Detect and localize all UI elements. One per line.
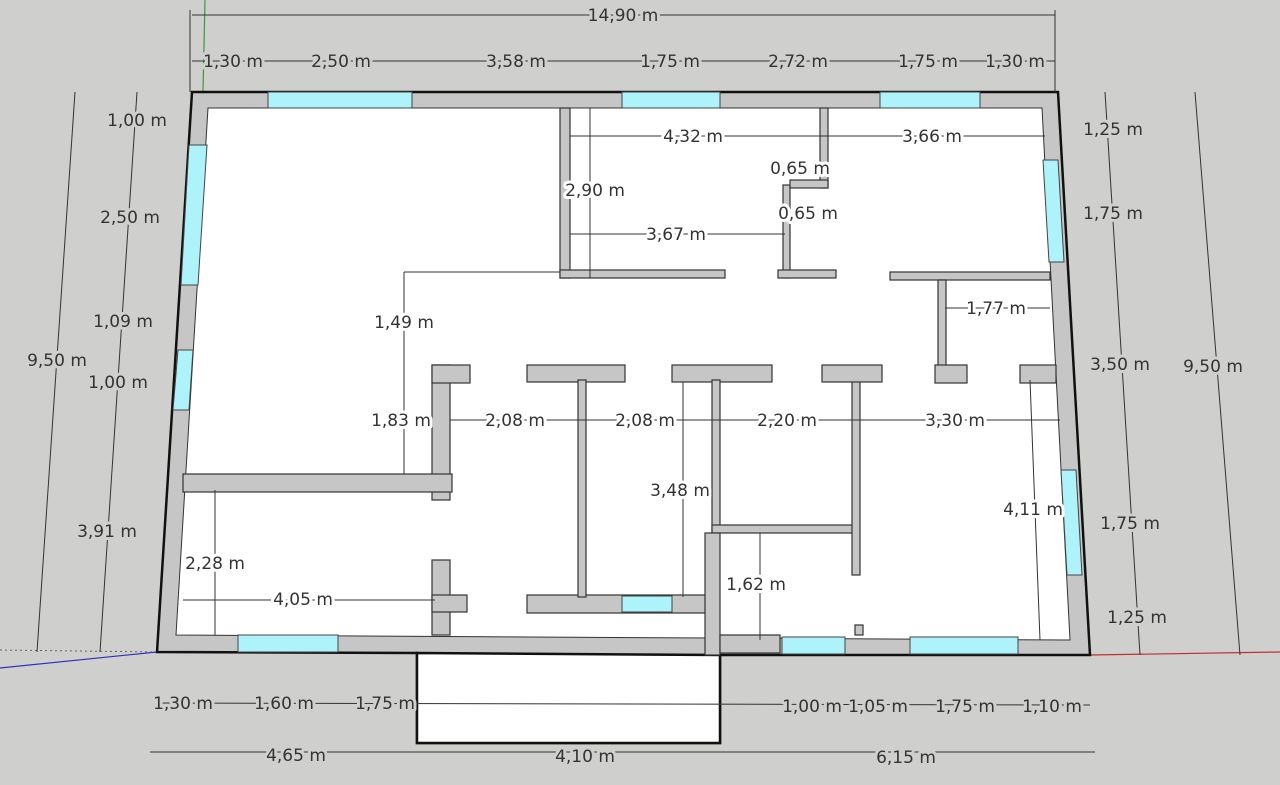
dimension-label: 1,75 m	[898, 52, 958, 72]
dimension-label: 3,58 m	[486, 52, 546, 72]
dimension-label: 1,49 m	[374, 313, 434, 333]
dimension-label: 1,75 m	[355, 694, 415, 714]
dimension-label: 1,25 m	[1083, 120, 1143, 140]
dimension-line	[1104, 91, 1141, 656]
window	[172, 349, 194, 411]
dimension-label: 2,90 m	[565, 181, 625, 201]
window	[237, 634, 339, 653]
dimension-label: 6,15 m	[876, 748, 936, 768]
window	[621, 595, 673, 613]
dimension-label: 2,28 m	[185, 554, 245, 574]
dimension-label: 1,30 m	[203, 52, 263, 72]
dimension-label: 1,75 m	[935, 697, 995, 717]
dimension-line	[154, 702, 1091, 706]
window	[621, 91, 721, 109]
dimension-label: 1,00 m	[107, 111, 167, 131]
porch-floor	[415, 651, 722, 745]
dimension-label: 1,75 m	[640, 52, 700, 72]
window	[879, 91, 981, 109]
window	[180, 144, 208, 286]
dimension-label: 1,00 m	[782, 697, 842, 717]
window	[1060, 469, 1083, 576]
windows	[172, 91, 1083, 655]
dimension-label: 1,60 m	[254, 694, 314, 714]
dimension-label: 1,77 m	[966, 299, 1026, 319]
dimension-labels: 14,90 m 1,30 m 2,50 m 3,58 m 1,75 m 2,72 m 1,7…	[24, 3, 1246, 771]
dimension-label: 3,48 m	[650, 481, 710, 501]
dimension-label: 3,66 m	[902, 127, 962, 147]
interior-walls	[182, 107, 1057, 656]
dimension-label: 3,67 m	[646, 225, 706, 245]
dimension-label: 1,00 m	[88, 373, 148, 393]
dimension-label: 9,50 m	[27, 351, 87, 371]
dimension-label: 4,05 m	[273, 590, 333, 610]
dimension-label: 4,11 m	[1003, 500, 1063, 520]
dimension-label: 4,32 m	[663, 127, 723, 147]
dotted-axis	[0, 649, 158, 653]
dimension-lines	[36, 10, 1241, 753]
dimension-label: 1,10 m	[1022, 697, 1082, 717]
dimension-label: 0,65 m	[778, 204, 838, 224]
dimension-label: 14,90 m	[588, 6, 659, 26]
red-axis	[1089, 651, 1280, 656]
dimension-label: 2,20 m	[757, 411, 817, 431]
dimension-label: 1,62 m	[726, 575, 786, 595]
window	[1042, 159, 1065, 263]
dimension-label: 0,65 m	[770, 159, 830, 179]
dimension-label: 2,50 m	[311, 52, 371, 72]
dimension-label: 2,08 m	[485, 411, 545, 431]
window	[781, 636, 846, 655]
green-axis	[202, 0, 206, 93]
dimension-label: 1,83 m	[371, 411, 431, 431]
dimension-label: 3,30 m	[925, 411, 985, 431]
dimension-label: 1,25 m	[1107, 608, 1167, 628]
dimension-label: 1,05 m	[848, 697, 908, 717]
dimension-label: 4,65 m	[266, 746, 326, 766]
dimension-label: 2,72 m	[768, 52, 828, 72]
window	[267, 91, 413, 109]
dimension-line	[1194, 91, 1241, 656]
building	[155, 90, 1092, 745]
blue-axis	[0, 651, 158, 669]
dimension-label: 3,50 m	[1090, 355, 1150, 375]
dimension-line	[99, 91, 138, 653]
dimension-line	[36, 91, 76, 653]
dimension-label: 2,08 m	[615, 411, 675, 431]
window	[909, 636, 1019, 655]
dimension-label: 2,50 m	[100, 208, 160, 228]
dimension-label: 1,75 m	[1083, 204, 1143, 224]
dimension-label: 1,30 m	[985, 52, 1045, 72]
dimension-line	[1029, 379, 1041, 641]
dimension-label: 3,91 m	[77, 522, 137, 542]
dimension-label: 1,09 m	[93, 312, 153, 332]
dimension-label: 1,75 m	[1100, 514, 1160, 534]
dimension-label: 1,30 m	[153, 694, 213, 714]
dimension-label: 9,50 m	[1183, 357, 1243, 377]
dimension-label: 4,10 m	[555, 747, 615, 767]
